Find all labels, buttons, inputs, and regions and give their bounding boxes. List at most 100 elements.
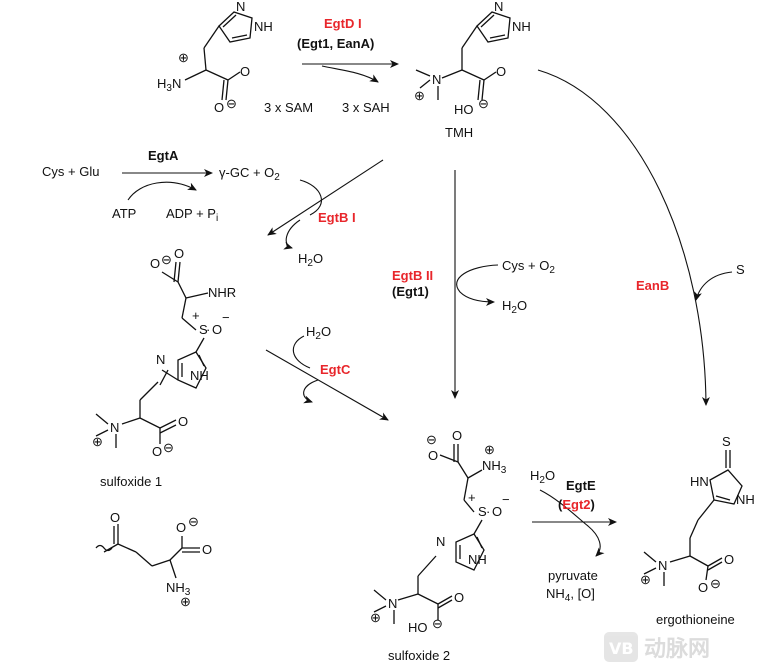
svg-text:O: O (110, 510, 120, 525)
svg-text:N: N (388, 596, 397, 611)
watermark: VB 动脉网 (604, 632, 710, 662)
svg-text:N: N (432, 72, 441, 87)
svg-text:S: S (478, 504, 487, 519)
svg-text:+: + (468, 490, 476, 505)
svg-text:⊖: ⊖ (426, 432, 437, 447)
egtb1-label: EgtB I (318, 210, 356, 225)
svg-text:NH3: NH3 (166, 580, 191, 598)
svg-text:O: O (174, 246, 184, 261)
cys-glu-label: Cys + Glu (42, 164, 99, 179)
svg-text:⊖: ⊖ (188, 514, 199, 529)
svg-text:⊖: ⊖ (710, 576, 721, 591)
svg-text:NH: NH (190, 368, 209, 383)
tmh-label: TMH (445, 125, 473, 140)
sulfoxide2-label: sulfoxide 2 (388, 648, 450, 663)
svg-text:O: O (202, 542, 212, 557)
nh4-label: NH4, [O] (546, 586, 595, 604)
egta-label: EgtA (148, 148, 179, 163)
svg-text:NH3: NH3 (482, 458, 507, 476)
svg-text:O: O (214, 100, 224, 115)
egtb2-sub-label: (Egt1) (392, 284, 429, 299)
svg-text:HO: HO (408, 620, 428, 635)
svg-text:N: N (156, 352, 165, 367)
atp-label: ATP (112, 206, 136, 221)
svg-text:NH: NH (468, 552, 487, 567)
svg-text:O: O (176, 520, 186, 535)
svg-text:·: · (486, 504, 490, 519)
egte-label: EgtE (566, 478, 596, 493)
svg-text:⊕: ⊕ (92, 434, 103, 449)
svg-text:NH: NH (736, 492, 755, 507)
egtd-sub-label: (Egt1, EanA) (297, 36, 374, 51)
svg-text:NH: NH (512, 19, 531, 34)
sam-label: 3 x SAM (264, 100, 313, 115)
egtc-arrow (265, 349, 389, 421)
svg-text:O: O (698, 580, 708, 595)
watermark-text: 动脉网 (644, 637, 710, 662)
egtb1-arrow (267, 159, 384, 236)
svg-text:NHR: NHR (208, 285, 236, 300)
svg-text:⊖: ⊖ (432, 616, 443, 631)
histidine-structure: N NH H3N ⊕ O O ⊖ (157, 0, 273, 115)
sah-label: 3 x SAH (342, 100, 390, 115)
eanb-arrow (537, 69, 710, 406)
sulfur-label: S (736, 262, 745, 277)
svg-text:O: O (454, 590, 464, 605)
svg-text:⊕: ⊕ (180, 594, 191, 609)
sulfoxide2-structure: ⊖ O O NH3 ⊕ S + · O − N NH N ⊕ O HO (370, 428, 510, 663)
pyruvate-label: pyruvate (548, 568, 598, 583)
svg-text:S: S (199, 322, 208, 337)
svg-text:+: + (192, 308, 200, 323)
svg-text:S: S (722, 434, 731, 449)
ergothioneine-label: ergothioneine (656, 612, 735, 627)
svg-text:·: · (206, 322, 210, 337)
svg-text:HO: HO (454, 102, 474, 117)
svg-text:−: − (502, 492, 510, 507)
svg-text:O: O (152, 444, 162, 459)
svg-text:N: N (110, 420, 119, 435)
svg-text:O: O (150, 256, 160, 271)
svg-text:O: O (492, 504, 502, 519)
svg-text:⊕: ⊕ (178, 50, 189, 65)
svg-text:N: N (494, 0, 503, 14)
h2o-c-label: H2O (306, 324, 331, 342)
sulfoxide1-label: sulfoxide 1 (100, 474, 162, 489)
svg-text:N: N (236, 0, 245, 14)
svg-text:O: O (178, 414, 188, 429)
svg-text:N: N (436, 534, 445, 549)
svg-text:NH: NH (254, 19, 273, 34)
svg-text:O: O (724, 552, 734, 567)
svg-text:O: O (428, 448, 438, 463)
svg-text:⊖: ⊖ (226, 96, 237, 111)
watermark-logo: VB (609, 639, 634, 658)
egtc-label: EgtC (320, 362, 351, 377)
svg-text:⊖: ⊖ (478, 96, 489, 111)
svg-text:O: O (240, 64, 250, 79)
svg-text:O: O (452, 428, 462, 443)
svg-text:O: O (496, 64, 506, 79)
svg-text:⊕: ⊕ (370, 610, 381, 625)
sulfoxide1-structure: O ⊖ O NHR S + · O − N NH N ⊕ O (92, 246, 236, 489)
glutamyl-fragment: O O ⊖ O NH3 ⊕ (95, 510, 212, 609)
egte-sub-label: (Egt2) (558, 497, 595, 512)
svg-text:⊕: ⊕ (484, 442, 495, 457)
h2o-e-label: H2O (530, 468, 555, 486)
h2o-b2-label: H2O (502, 298, 527, 316)
egtb2-label: EgtB II (392, 268, 433, 283)
svg-text:HN: HN (690, 474, 709, 489)
egtd-label: EgtD I (324, 16, 362, 31)
h2o-b1-label: H2O (298, 251, 323, 269)
svg-text:O: O (212, 322, 222, 337)
svg-text:⊕: ⊕ (640, 572, 651, 587)
svg-text:⊖: ⊖ (161, 252, 172, 267)
svg-text:⊖: ⊖ (163, 440, 174, 455)
eanb-label: EanB (636, 278, 669, 293)
tmh-structure: N NH N ⊕ O HO ⊖ TMH (414, 0, 531, 140)
adp-label: ADP + Pi (166, 206, 218, 224)
ergothioneine-structure: S HN NH N ⊕ O O ⊖ ergothioneine (640, 434, 755, 627)
svg-text:N: N (658, 558, 667, 573)
watermark-logo-icon (604, 632, 638, 662)
gc-label: γ-GC + O2 (219, 165, 280, 183)
svg-text:−: − (222, 310, 230, 325)
